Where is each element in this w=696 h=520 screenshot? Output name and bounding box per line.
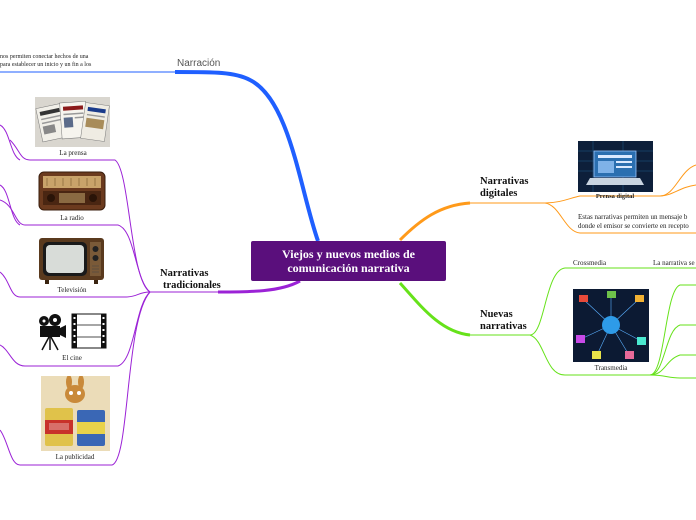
narracion-text-1: nos permiten conectar hechos de una [0, 54, 89, 60]
digital-press-laptop-icon[interactable] [578, 141, 653, 192]
digitales-text-2: donde el emisor se convierte en recepto [578, 222, 689, 230]
digitales-connector [398, 201, 471, 242]
publicidad-caption: La publicidad [55, 453, 95, 461]
film-camera-icon[interactable] [36, 311, 108, 351]
nuevas-connector [398, 281, 471, 337]
television-icon[interactable] [37, 236, 106, 285]
transmedia-caption: Transmedia [594, 364, 628, 372]
tradicionales-label-1[interactable]: Narrativas [160, 268, 209, 279]
transmedia-network-icon[interactable] [573, 289, 649, 362]
crossmedia-description: La narrativa se [653, 259, 695, 267]
radio-icon[interactable] [37, 169, 107, 213]
cine-caption: El cine [62, 354, 82, 362]
advertising-cans-icon[interactable] [41, 376, 110, 451]
nuevas-label-1[interactable]: Nuevas [480, 309, 513, 320]
narracion-text-2: para establecer un inicio y un fin a los [0, 62, 92, 68]
digitales-text-1: Estas narrativas permiten un mensaje b [578, 213, 688, 221]
prensa-digital-caption: Prensa digital [595, 193, 635, 200]
radio-caption: La radio [60, 214, 84, 222]
prensa-caption: La prensa [59, 149, 87, 157]
central-topic[interactable]: Viejos y nuevos medios de comunicación n… [251, 241, 446, 281]
central-title: Viejos y nuevos medios de comunicación n… [282, 247, 415, 275]
narracion-label[interactable]: Narración [177, 58, 221, 69]
tradicionales-connector [217, 279, 301, 294]
nuevas-label-2[interactable]: narrativas [480, 321, 527, 332]
digitales-label-2[interactable]: digitales [480, 188, 518, 199]
newspapers-icon[interactable] [35, 97, 110, 147]
tradicionales-label-2[interactable]: tradicionales [163, 280, 221, 291]
narracion-connector [174, 70, 320, 242]
digitales-label-1[interactable]: Narrativas [480, 176, 529, 187]
television-caption: Televisión [57, 286, 87, 294]
crossmedia-label[interactable]: Crossmedia [573, 259, 607, 267]
